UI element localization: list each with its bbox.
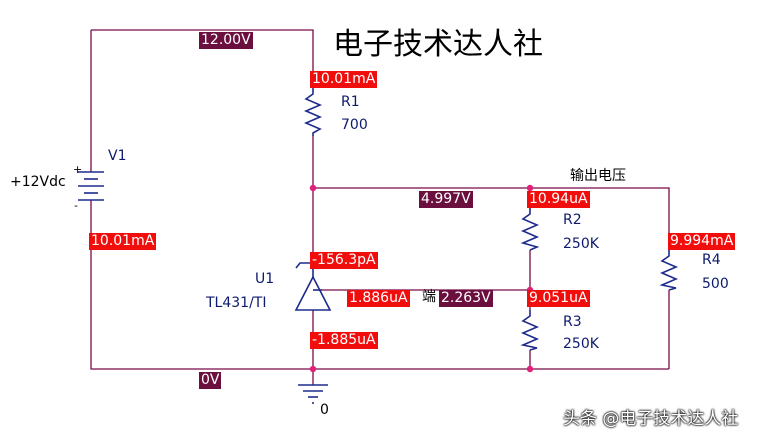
probe-u1-cathode-current: -156.3pA: [310, 252, 378, 269]
r4-ref: R4: [702, 252, 721, 268]
ground-symbol: [298, 384, 328, 404]
u1-ref: U1: [255, 271, 275, 287]
resistor-r1-symbol: [303, 88, 323, 136]
v1-ref: V1: [108, 148, 127, 164]
probe-r1-current: 10.01mA: [310, 71, 378, 88]
r4-value: 500: [702, 276, 729, 292]
diagram-title: 电子技术达人社: [333, 27, 543, 62]
v1-value: +12Vdc: [10, 174, 66, 190]
ground-label: 0: [320, 402, 329, 418]
watermark: 头条 @电子技术达人社: [563, 409, 739, 429]
node-gnd-left: [309, 365, 317, 373]
r2-value: 250K: [563, 236, 599, 252]
probe-r2-current: 10.94uA: [527, 191, 590, 208]
r1-value: 700: [341, 117, 368, 133]
resistor-r4-symbol: [659, 250, 679, 291]
node-r2-top: [526, 184, 534, 192]
probe-u1-anode-current: -1.885uA: [310, 332, 378, 349]
probe-ground-voltage: 0V: [199, 372, 222, 389]
node-output: [309, 184, 317, 192]
wire-bottom: [90, 200, 669, 370]
r1-ref: R1: [341, 94, 360, 110]
probe-ref-voltage: 2.263V: [439, 290, 493, 307]
resistor-r3-symbol: [520, 310, 540, 351]
r2-ref: R2: [563, 212, 582, 228]
wire-top: [91, 29, 314, 88]
u1-value: TL431/TI: [206, 295, 267, 311]
node-gnd-right: [526, 365, 534, 373]
ref-end-label: 端: [422, 289, 436, 305]
v1-plus: +: [73, 163, 83, 176]
r3-value: 250K: [563, 336, 599, 352]
probe-r3-current: 9.051uA: [527, 290, 590, 307]
wire-output-rail: [313, 187, 670, 250]
r3-ref: R3: [563, 314, 582, 330]
v1-minus: -: [74, 199, 78, 212]
probe-v1-current: 10.01mA: [89, 233, 157, 250]
probe-supply-voltage: 12.00V: [199, 32, 253, 49]
output-voltage-label: 输出电压: [570, 168, 626, 184]
resistor-r2-symbol: [520, 208, 540, 251]
battery-v1-symbol: [78, 171, 104, 201]
probe-output-voltage: 4.997V: [419, 191, 473, 208]
probe-r4-current: 9.994mA: [668, 233, 736, 250]
probe-u1-ref-current: 1.886uA: [347, 290, 410, 307]
